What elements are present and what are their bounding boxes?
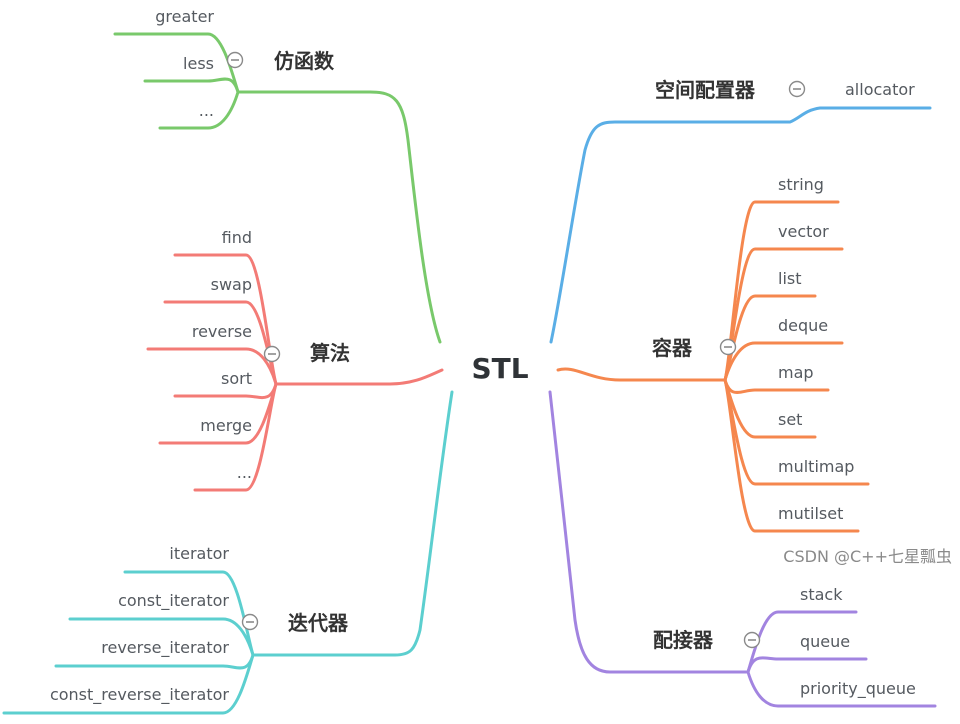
leaf-container-2[interactable]: list bbox=[778, 269, 802, 288]
branch-adapter: 配接器 stack queue priority_queue bbox=[653, 585, 916, 699]
leaf-iterator-3[interactable]: const_reverse_iterator bbox=[50, 685, 229, 705]
leaf-functor-1[interactable]: less bbox=[183, 54, 214, 73]
leaf-algorithm-5[interactable]: ... bbox=[237, 463, 252, 482]
leaf-algorithm-4[interactable]: merge bbox=[200, 416, 252, 435]
branch-iterator: 迭代器 iterator const_iterator reverse_iterato… bbox=[50, 544, 349, 705]
leaf-container-6[interactable]: multimap bbox=[778, 457, 854, 476]
leaf-adapter-2[interactable]: priority_queue bbox=[800, 679, 916, 699]
branch-label-iterator[interactable]: 迭代器 bbox=[288, 611, 349, 635]
branch-algorithm: 算法 find swap reverse sort merge... bbox=[192, 228, 350, 482]
edge-adapter-leaf-2 bbox=[746, 670, 937, 708]
edge-root-to-allocator bbox=[549, 106, 932, 344]
collapse-toggle-iterator[interactable] bbox=[241, 613, 259, 631]
edge-adapter-leaf-1 bbox=[746, 656, 868, 674]
leaf-container-1[interactable]: vector bbox=[778, 222, 829, 241]
leaf-iterator-0[interactable]: iterator bbox=[169, 544, 229, 563]
edge-iterator-leaf-3 bbox=[2, 653, 255, 715]
nodes-layer: 仿函数 greater less... 算法 find swap reverse sort me… bbox=[50, 7, 916, 705]
leaf-algorithm-2[interactable]: reverse bbox=[192, 322, 252, 341]
edge-algorithm-leaf-5 bbox=[193, 382, 278, 492]
branch-container: 容器 string vector list deque map set multimap mut… bbox=[652, 175, 854, 523]
edge-root-to-iterator bbox=[251, 390, 454, 657]
watermark: CSDN @C++七星瓢虫 bbox=[783, 547, 952, 566]
leaf-container-4[interactable]: map bbox=[778, 363, 814, 382]
edge-container-leaf-3 bbox=[723, 341, 844, 382]
branch-functor: 仿函数 greater less... bbox=[155, 7, 335, 120]
leaf-container-3[interactable]: deque bbox=[778, 316, 828, 335]
leaf-functor-0[interactable]: greater bbox=[155, 7, 214, 26]
branch-label-allocator[interactable]: 空间配置器 bbox=[655, 78, 756, 102]
leaf-algorithm-3[interactable]: sort bbox=[221, 369, 252, 388]
edge-root-to-adapter bbox=[548, 390, 750, 674]
collapse-toggle-container[interactable] bbox=[719, 338, 737, 356]
edge-container-leaf-7 bbox=[723, 378, 860, 533]
leaf-algorithm-0[interactable]: find bbox=[222, 228, 252, 247]
branch-label-functor[interactable]: 仿函数 bbox=[274, 49, 335, 73]
leaf-allocator-0[interactable]: allocator bbox=[845, 80, 915, 99]
leaf-container-0[interactable]: string bbox=[778, 175, 824, 194]
edges-layer bbox=[2, 32, 937, 715]
leaf-functor-2[interactable]: ... bbox=[199, 101, 214, 120]
collapse-toggle-algorithm[interactable] bbox=[263, 345, 281, 363]
leaf-iterator-2[interactable]: reverse_iterator bbox=[101, 638, 229, 658]
edge-functor-leaf-0 bbox=[113, 32, 240, 94]
leaf-container-5[interactable]: set bbox=[778, 410, 802, 429]
edge-root-to-algorithm bbox=[274, 368, 444, 386]
root-node-stl[interactable]: STL bbox=[471, 352, 528, 385]
edge-root-to-container bbox=[556, 367, 727, 382]
branch-allocator: 空间配置器 allocator bbox=[655, 78, 915, 102]
branch-label-adapter[interactable]: 配接器 bbox=[653, 628, 714, 652]
leaf-adapter-0[interactable]: stack bbox=[800, 585, 843, 604]
collapse-toggle-adapter[interactable] bbox=[743, 631, 761, 649]
leaf-algorithm-1[interactable]: swap bbox=[211, 275, 252, 294]
edge-functor-leaf-2 bbox=[158, 90, 240, 130]
branch-label-container[interactable]: 容器 bbox=[652, 336, 693, 360]
edge-iterator-leaf-1 bbox=[68, 617, 255, 657]
collapse-toggle-functor[interactable] bbox=[226, 51, 244, 69]
leaf-container-7[interactable]: mutilset bbox=[778, 504, 843, 523]
edge-functor-leaf-1 bbox=[143, 77, 240, 94]
leaf-iterator-1[interactable]: const_iterator bbox=[118, 591, 229, 611]
edge-root-to-functor bbox=[236, 90, 442, 344]
edge-algorithm-leaf-2 bbox=[146, 347, 278, 386]
branch-label-algorithm[interactable]: 算法 bbox=[310, 341, 350, 365]
leaf-adapter-1[interactable]: queue bbox=[800, 632, 850, 651]
collapse-toggle-allocator[interactable] bbox=[788, 80, 806, 98]
